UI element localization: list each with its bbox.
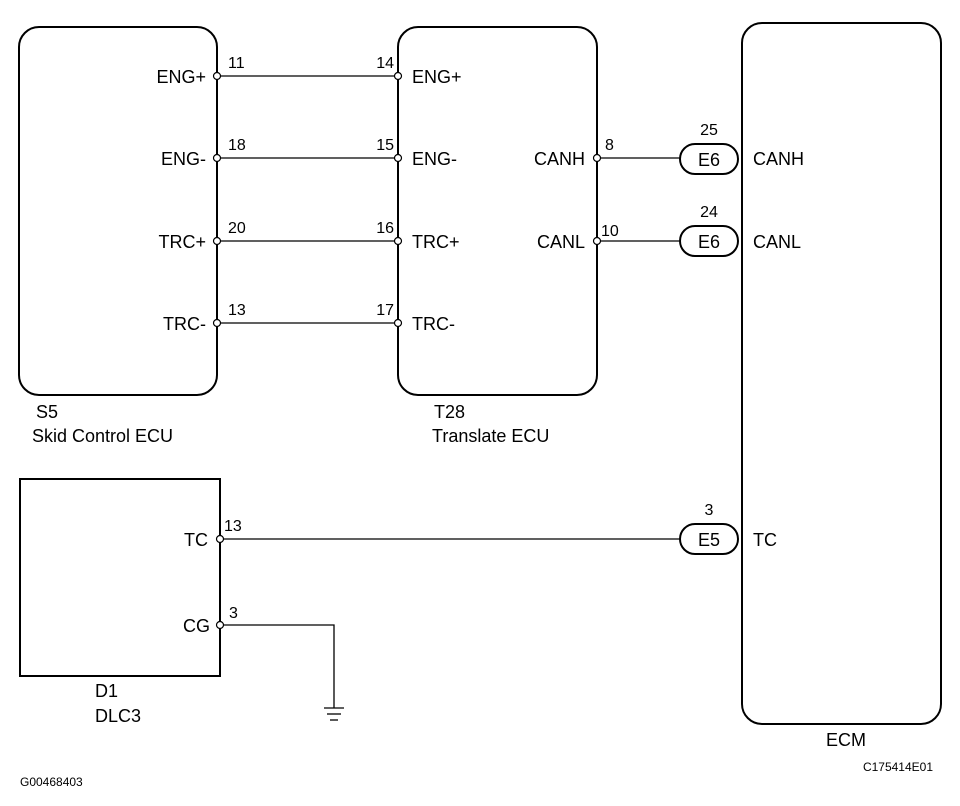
figure-code-right: C175414E01 xyxy=(863,760,933,774)
terminal xyxy=(393,71,403,81)
translate-name: Translate ECU xyxy=(432,426,549,446)
translate-pin-eng-plus: 14 xyxy=(376,55,394,72)
dlc-pin-cg: 3 xyxy=(229,605,238,622)
translate-label-eng-minus: ENG- xyxy=(412,149,457,169)
translate-pin-canh: 8 xyxy=(605,137,614,154)
skid-name: Skid Control ECU xyxy=(32,426,173,446)
terminal xyxy=(393,236,403,246)
terminal xyxy=(592,236,602,246)
ground-icon xyxy=(324,707,344,721)
ecm-pin-canl: 24 xyxy=(700,204,718,221)
ecm-pin-tc: 3 xyxy=(705,502,714,519)
ecm-name: ECM xyxy=(826,730,866,750)
translate-label-eng-plus: ENG+ xyxy=(412,67,462,87)
ecm-label-canl: CANL xyxy=(753,232,801,252)
ecm-connector-canh-label: E6 xyxy=(698,150,720,170)
dlc-label-tc: TC xyxy=(184,530,208,550)
skid-label-eng-plus: ENG+ xyxy=(156,67,206,87)
translate-pin-trc-minus: 17 xyxy=(376,302,394,319)
translate-label-canl: CANL xyxy=(537,232,585,252)
dlc-label-cg: CG xyxy=(183,616,210,636)
skid-pin-trc-plus: 20 xyxy=(228,220,246,237)
dlc3-box xyxy=(19,478,221,677)
ecm-connector-tc-label: E5 xyxy=(698,530,720,550)
terminal xyxy=(215,534,225,544)
wire-cg-ground xyxy=(220,624,335,708)
translate-ecu-box xyxy=(397,26,598,396)
translate-label-canh: CANH xyxy=(534,149,585,169)
terminal xyxy=(212,71,222,81)
dlc-pin-tc: 13 xyxy=(224,518,242,535)
translate-pin-eng-minus: 15 xyxy=(376,137,394,154)
skid-label-trc-plus: TRC+ xyxy=(158,232,206,252)
translate-label-trc-minus: TRC- xyxy=(412,314,455,334)
translate-label-trc-plus: TRC+ xyxy=(412,232,460,252)
dlc-code: D1 xyxy=(95,681,118,701)
dlc-name: DLC3 xyxy=(95,706,141,726)
ecm-label-canh: CANH xyxy=(753,149,804,169)
terminal xyxy=(592,153,602,163)
terminal xyxy=(212,236,222,246)
figure-code-left: G00468403 xyxy=(20,775,83,789)
translate-code: T28 xyxy=(434,402,465,422)
terminal xyxy=(215,620,225,630)
skid-code: S5 xyxy=(36,402,58,422)
ecm-pin-canh: 25 xyxy=(700,122,718,139)
terminal xyxy=(393,318,403,328)
translate-pin-canl: 10 xyxy=(601,223,619,240)
skid-control-ecu-box xyxy=(18,26,218,396)
terminal xyxy=(212,153,222,163)
skid-label-eng-minus: ENG- xyxy=(161,149,206,169)
skid-label-trc-minus: TRC- xyxy=(163,314,206,334)
ecm-label-tc: TC xyxy=(753,530,777,550)
ecm-connector-tc xyxy=(679,523,739,555)
skid-pin-trc-minus: 13 xyxy=(228,302,246,319)
ecm-connector-canh xyxy=(679,143,739,175)
skid-pin-eng-minus: 18 xyxy=(228,137,246,154)
ecm-box xyxy=(741,22,942,725)
translate-pin-trc-plus: 16 xyxy=(376,220,394,237)
ecm-connector-canl xyxy=(679,225,739,257)
ecm-connector-canl-label: E6 xyxy=(698,232,720,252)
terminal xyxy=(393,153,403,163)
skid-pin-eng-plus: 11 xyxy=(228,55,245,72)
terminal xyxy=(212,318,222,328)
